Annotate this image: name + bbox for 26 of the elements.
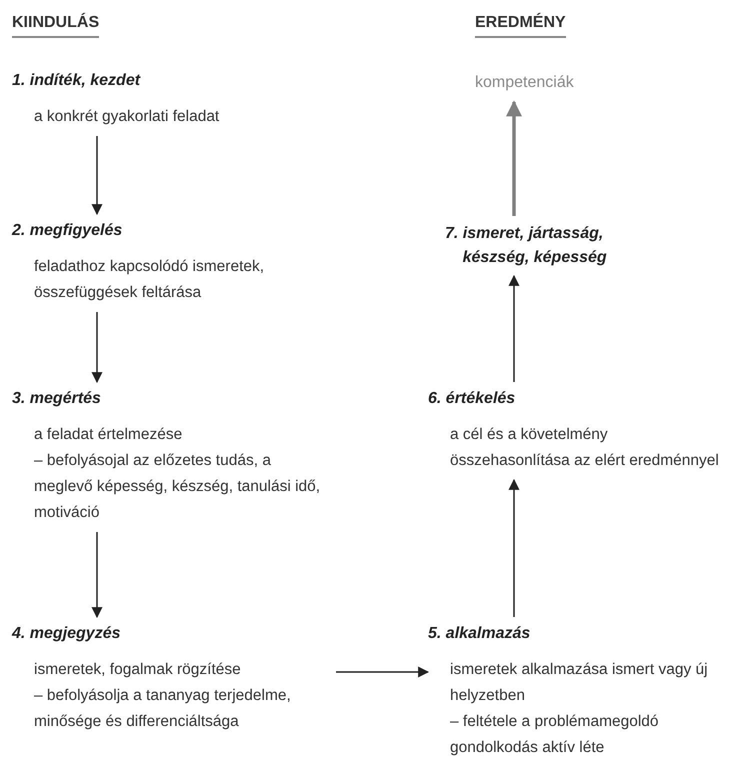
arrow xyxy=(508,274,520,382)
arrow xyxy=(508,478,520,617)
arrow xyxy=(506,100,522,216)
step-heading: 7. ismeret, jártasság, készség, képesség xyxy=(445,224,608,268)
arrow xyxy=(92,312,102,384)
step-heading: 2. megfigyelés xyxy=(12,221,122,241)
arrow xyxy=(92,532,102,618)
step-description: ismeretek alkalmazása ismert vagy új helyzetben xyxy=(450,660,709,706)
step-heading: 3. megértés xyxy=(12,389,101,409)
column-heading: EREDMÉNY xyxy=(475,12,566,38)
result-text: kompetenciák xyxy=(475,73,575,93)
step-description: – feltétele a problémamegoldó gondolkodás aktív léte xyxy=(450,712,660,758)
step-description: a feladat értelmezése xyxy=(34,425,184,445)
arrow xyxy=(336,666,430,678)
step-heading: 5. alkalmazás xyxy=(428,624,530,644)
step-heading: 1. indíték, kezdet xyxy=(12,71,140,91)
step-description: – befolyásojal az előzetes tudás, a meglevő képesség, készség, tanulási idő, motiváció xyxy=(34,451,322,523)
step-heading: 6. értékelés xyxy=(428,389,516,409)
step-description: feladathoz kapcsolódó ismeretek, összefüggések feltárása xyxy=(34,257,266,303)
arrow xyxy=(92,136,102,216)
step-description: a cél és a követelmény összehasonlítása az elért eredménnyel xyxy=(450,425,720,471)
step-description: – befolyásolja a tananyag terjedelme, minősége és differenciáltsága xyxy=(34,686,292,732)
step-description: ismeretek, fogalmak rögzítése xyxy=(34,660,242,680)
step-description: a konkrét gyakorlati feladat xyxy=(34,107,220,127)
step-heading: 4. megjegyzés xyxy=(12,624,120,644)
column-heading: KIINDULÁS xyxy=(12,12,100,38)
